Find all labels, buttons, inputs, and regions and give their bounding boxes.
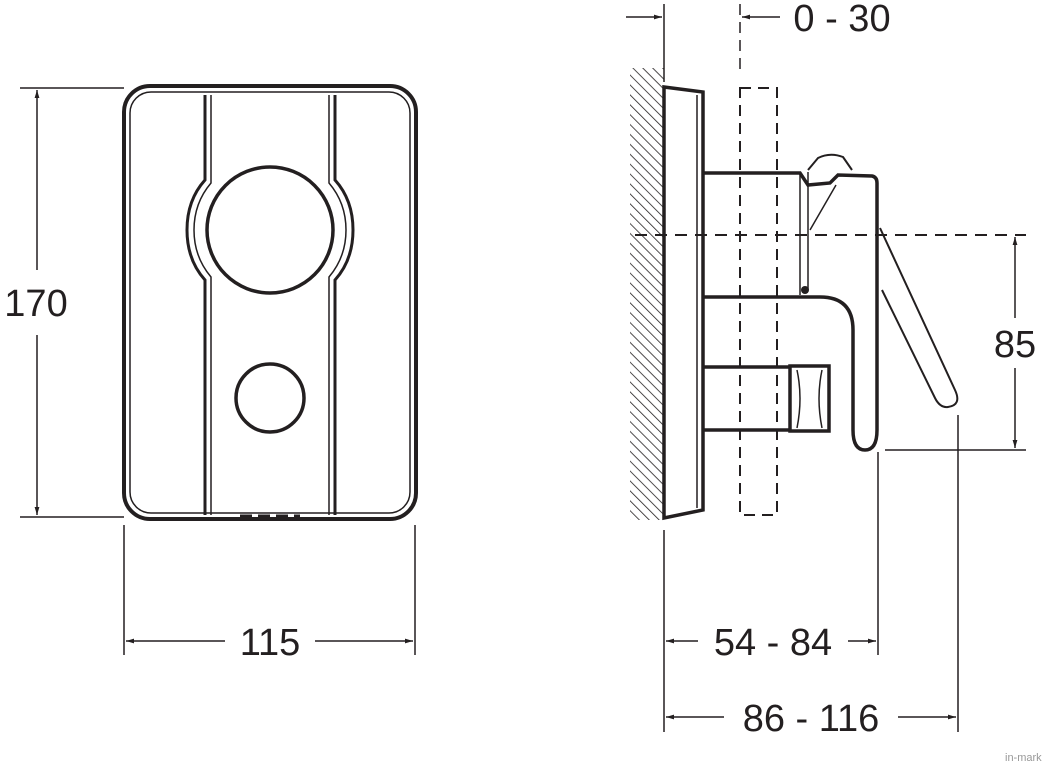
front-dimensions bbox=[20, 87, 416, 655]
main-knob-circle bbox=[205, 165, 335, 295]
right-groove bbox=[333, 95, 355, 515]
wall-offset-label: 0 - 30 bbox=[793, 0, 890, 40]
wall-hatching bbox=[630, 68, 664, 520]
front-view bbox=[122, 84, 418, 521]
left-groove bbox=[185, 95, 207, 515]
side-dimensions bbox=[626, 4, 1026, 732]
wall-depth-dashed bbox=[739, 87, 778, 516]
lever-handle bbox=[879, 227, 959, 409]
outlet-nut bbox=[788, 364, 831, 433]
total-projection-label: 86 - 116 bbox=[743, 698, 880, 740]
valve-body-upper bbox=[703, 171, 879, 452]
projection-label: 54 - 84 bbox=[714, 622, 832, 664]
left-groove-inner bbox=[193, 95, 212, 515]
cover-plate-outline bbox=[122, 84, 418, 521]
watermark: in-mark bbox=[1005, 752, 1042, 764]
height-dimension-label: 170 bbox=[4, 283, 67, 325]
right-groove-inner bbox=[328, 95, 347, 515]
diverter-button bbox=[807, 153, 853, 171]
small-knob-circle bbox=[234, 362, 306, 434]
side-view bbox=[630, 68, 959, 521]
centerline-height-label: 85 bbox=[994, 324, 1036, 366]
width-dimension-label: 115 bbox=[240, 622, 301, 664]
cover-plate-inner bbox=[129, 91, 411, 514]
outlet-pipe bbox=[703, 365, 790, 432]
cover-plate-side bbox=[662, 85, 705, 521]
